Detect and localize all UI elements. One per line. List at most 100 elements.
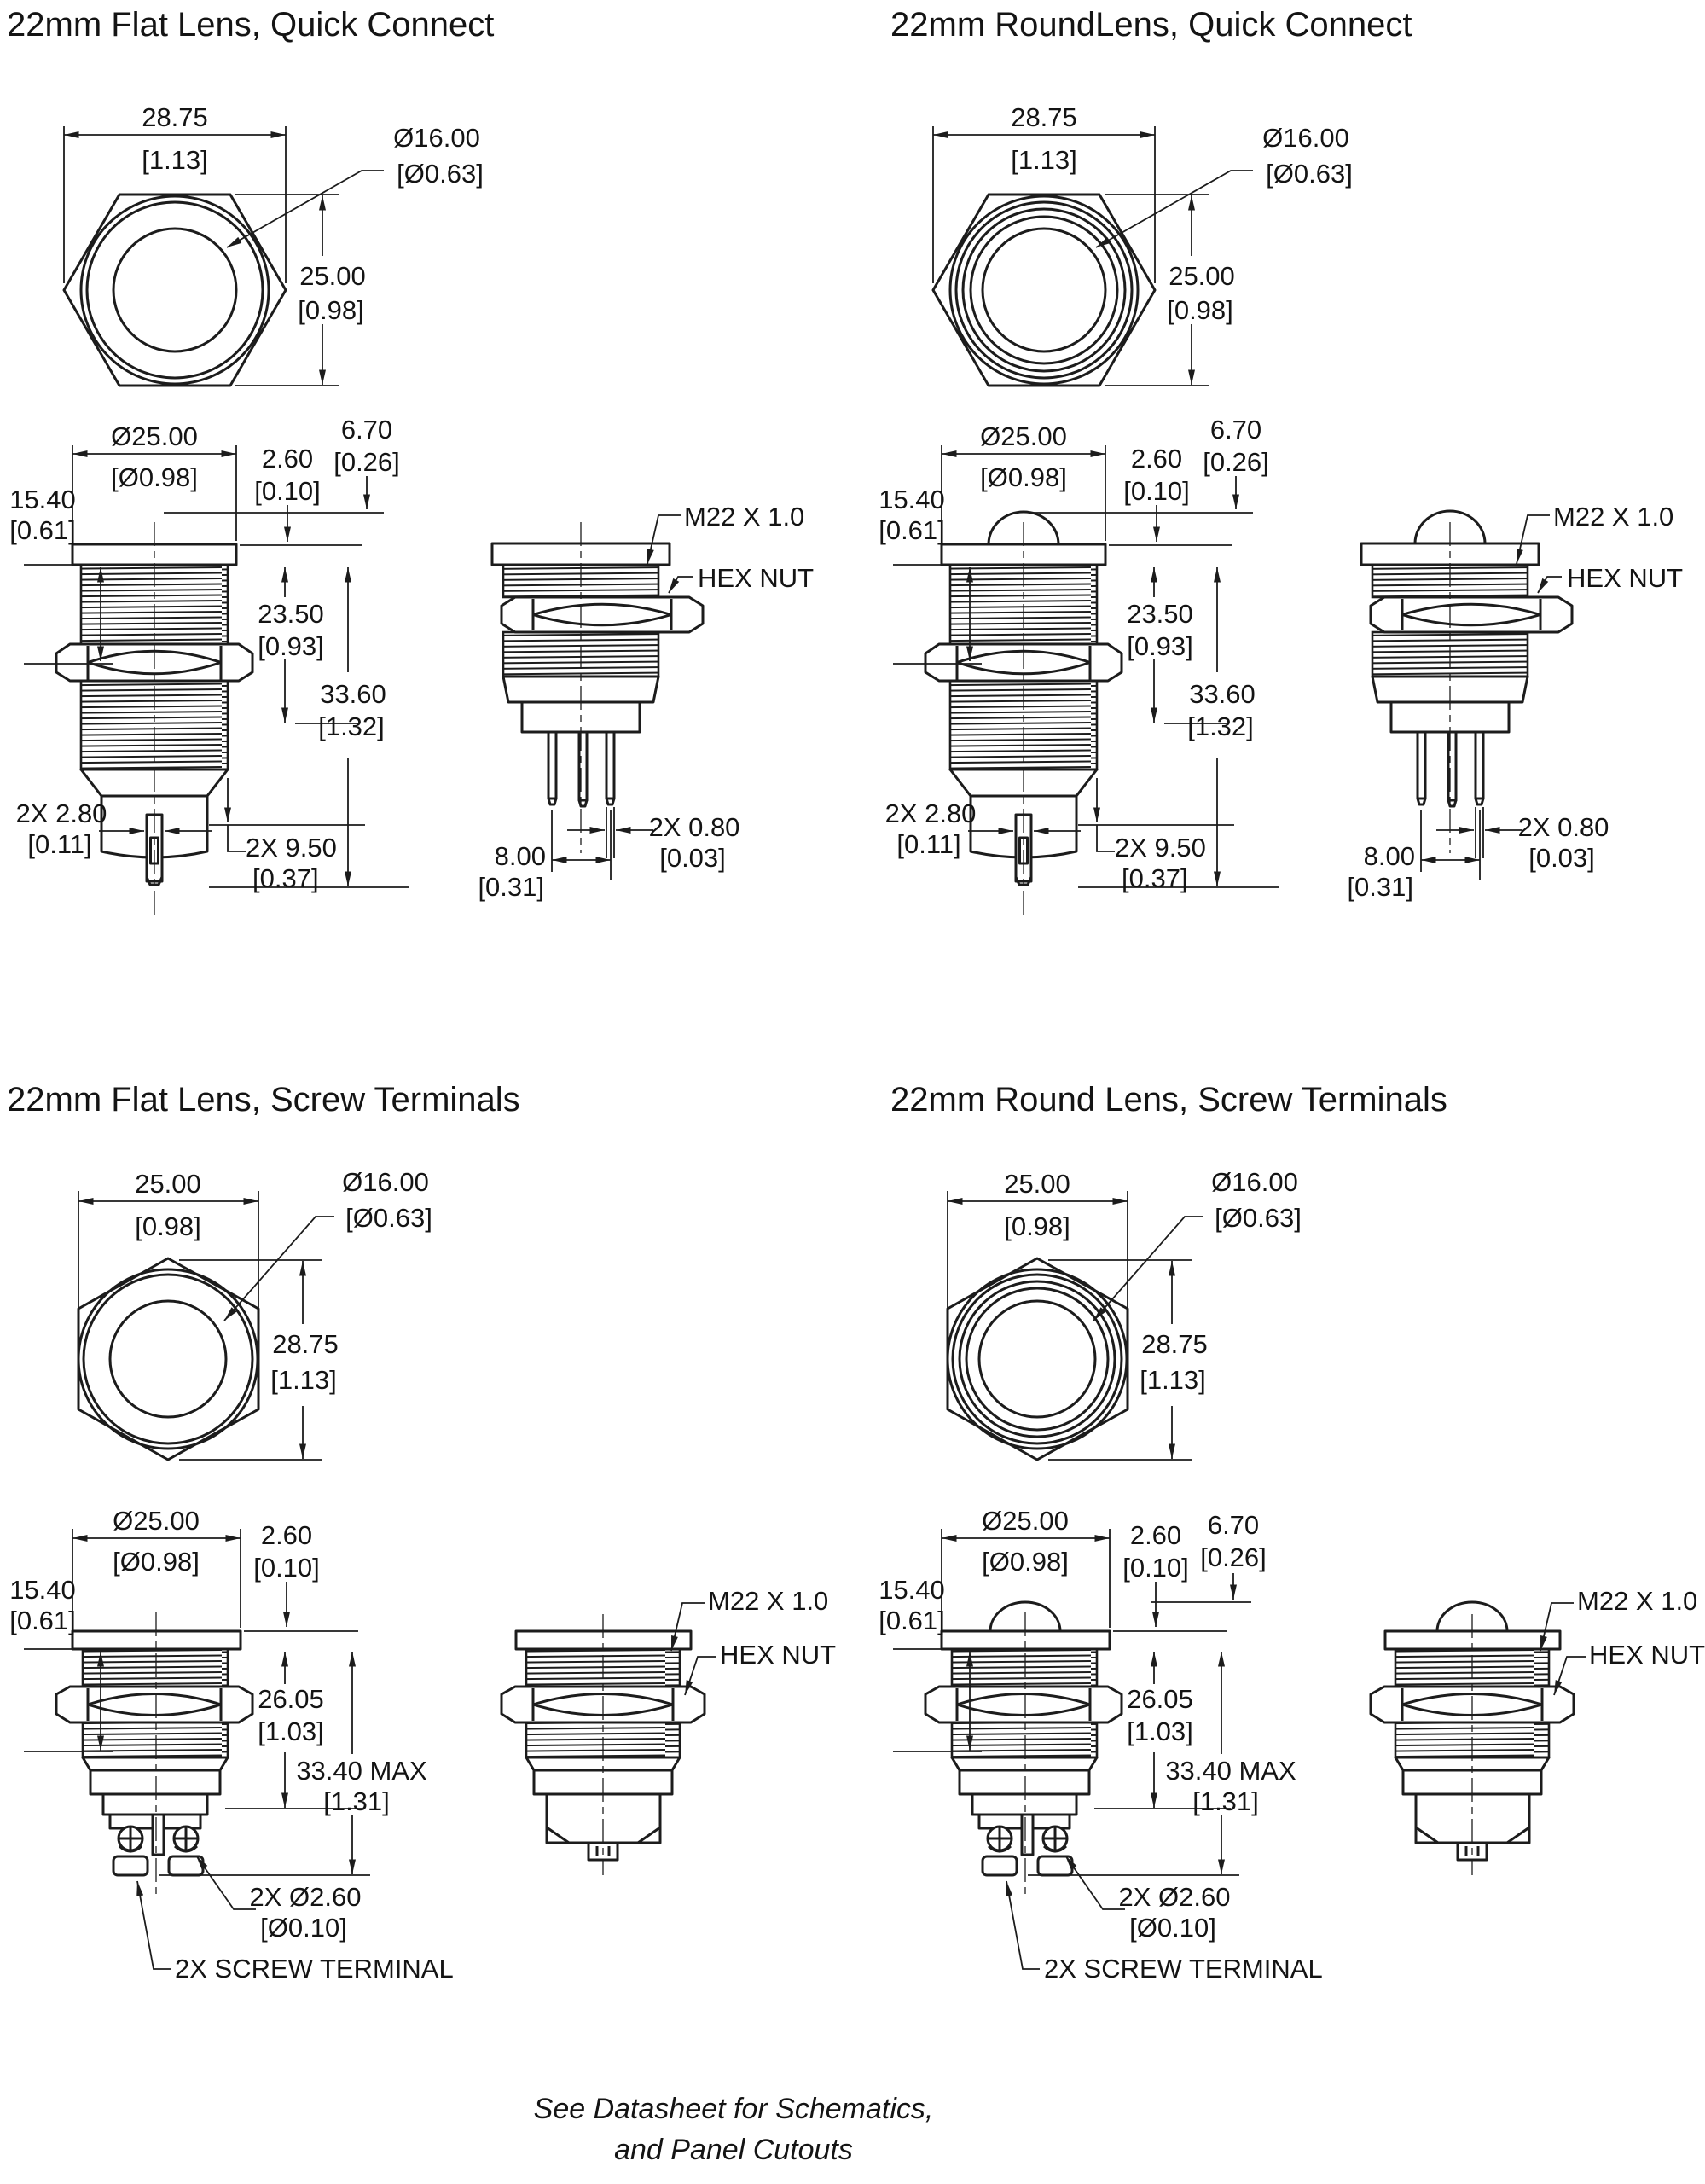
side-view: Ø25.00 [Ø0.98] 2.60 [0.10] 15.40 [0.61] … <box>9 1506 454 1984</box>
dim-lens-mm: Ø16.00 <box>393 123 480 153</box>
dim-dia-in: [Ø0.98] <box>111 462 198 492</box>
dim-pin-width-in: [0.11] <box>27 829 91 859</box>
page-title: 22mm RoundLens, Quick Connect <box>890 6 1412 44</box>
dim-dia-mm: Ø25.00 <box>980 421 1067 451</box>
dim-width-mm: 28.75 <box>142 102 208 132</box>
thread-spec-label: M22 X 1.0 <box>1553 502 1673 531</box>
dim-protrusion-in: [0.26] <box>1200 1542 1267 1572</box>
dim-cap-mm: 2.60 <box>262 444 313 473</box>
hex-nut-label: HEX NUT <box>1589 1640 1705 1670</box>
screw-terminal-label: 2X SCREW TERMINAL <box>175 1954 454 1984</box>
dim-dia-mm: Ø25.00 <box>111 421 198 451</box>
dim-thread-mm: 26.05 <box>1127 1684 1193 1714</box>
mounted-view: M22 X 1.0 HEX NUT <box>1369 1586 1705 1877</box>
page-title: 22mm Round Lens, Screw Terminals <box>890 1081 1447 1118</box>
dim-length-in: [1.31] <box>323 1786 390 1816</box>
dim-protrusion-mm: 6.70 <box>341 415 392 444</box>
dim-grip-in: [0.61] <box>9 515 76 545</box>
quadrant-flat-lens-quick-connect: 22mm Flat Lens, Quick Connect 28.75 [1.1… <box>7 6 814 916</box>
dim-lens-in: [Ø0.63] <box>397 159 484 189</box>
dim-pin-span-mm: 8.00 <box>495 841 546 871</box>
dim-pin-span-in: [0.31] <box>1347 872 1413 902</box>
dim-tab-mm: 2X 0.80 <box>649 812 740 842</box>
dim-width-in: [1.13] <box>1011 145 1077 175</box>
thread-spec-label: M22 X 1.0 <box>684 502 804 531</box>
dim-grip-in: [0.61] <box>879 515 945 545</box>
dim-thread-mm: 23.50 <box>258 599 324 629</box>
dim-grip-mm: 15.40 <box>9 1575 76 1605</box>
dim-height-in: [1.13] <box>1140 1365 1206 1395</box>
dim-height-in: [0.98] <box>298 295 364 325</box>
dim-length-in: [1.32] <box>318 712 385 741</box>
dome-lens <box>1413 509 1487 544</box>
dim-grip-in: [0.61] <box>879 1606 945 1635</box>
dim-thread-in: [1.03] <box>258 1716 324 1746</box>
dim-width-in: [0.98] <box>135 1211 201 1241</box>
dim-pin-length-in: [0.37] <box>252 863 319 893</box>
side-view: Ø25.00 [Ø0.98] 2.60 [0.10] 6.70 [0.26] 1… <box>879 1506 1323 1984</box>
dim-width-mm: 25.00 <box>135 1169 201 1199</box>
dim-screw-dia-mm: 2X Ø2.60 <box>250 1882 362 1912</box>
dim-length-in: [1.32] <box>1187 712 1254 741</box>
side-view: Ø25.00 [Ø0.98] 2.60 [0.10] 6.70 [0.26] 1… <box>9 415 409 916</box>
screw-terminal-label: 2X SCREW TERMINAL <box>1044 1954 1323 1984</box>
thread-spec-label: M22 X 1.0 <box>708 1586 828 1616</box>
dim-cap-in: [0.10] <box>1123 476 1190 506</box>
dim-pin-width-mm: 2X 2.80 <box>885 799 977 828</box>
dim-pin-span-in: [0.31] <box>478 872 544 902</box>
dim-lens-in: [Ø0.63] <box>345 1203 432 1233</box>
dim-screw-dia-mm: 2X Ø2.60 <box>1119 1882 1231 1912</box>
dome-ring-outer <box>961 207 1127 373</box>
dome-lens <box>987 510 1060 545</box>
dim-thread-in: [1.03] <box>1127 1716 1193 1746</box>
dim-height-in: [1.13] <box>270 1365 337 1395</box>
thread-spec-label: M22 X 1.0 <box>1577 1586 1697 1616</box>
dim-protrusion-in: [0.26] <box>333 447 400 477</box>
front-view: 28.75 [1.13] Ø16.00 [Ø0.63] 25.00 [0.98] <box>931 102 1353 387</box>
dim-grip-mm: 15.40 <box>879 485 945 514</box>
dim-cap-mm: 2.60 <box>261 1520 312 1550</box>
dim-pin-length-mm: 2X 9.50 <box>1115 833 1206 863</box>
dim-dia-in: [Ø0.98] <box>982 1547 1069 1577</box>
dim-cap-mm: 2.60 <box>1131 444 1182 473</box>
dim-grip-mm: 15.40 <box>9 485 76 514</box>
dome-ring-inner <box>965 1287 1110 1432</box>
quadrant-round-lens-screw-terminals: 22mm Round Lens, Screw Terminals 25.00 [… <box>879 1081 1705 1984</box>
dim-screw-dia-in: [Ø0.10] <box>260 1913 347 1943</box>
dome-ring-inner <box>969 215 1119 365</box>
dim-thread-mm: 26.05 <box>258 1684 324 1714</box>
dome-ring-outer <box>958 1280 1116 1438</box>
dim-lens-mm: Ø16.00 <box>342 1167 429 1197</box>
dim-lens-in: [Ø0.63] <box>1215 1203 1302 1233</box>
dim-grip-in: [0.61] <box>9 1606 76 1635</box>
dim-height-mm: 28.75 <box>272 1329 339 1359</box>
dim-length-mm: 33.40 MAX <box>1165 1756 1296 1786</box>
dim-width-in: [1.13] <box>142 145 208 175</box>
hex-nut-label: HEX NUT <box>698 563 814 593</box>
dim-length-mm: 33.60 <box>320 679 386 709</box>
dim-thread-in: [0.93] <box>258 631 324 661</box>
dim-grip-mm: 15.40 <box>879 1575 945 1605</box>
mounted-view: M22 X 1.0 HEX NUT 2X 0.80 [0.03] 8.00 [0… <box>478 502 814 902</box>
dim-length-in: [1.31] <box>1192 1786 1259 1816</box>
dim-cap-in: [0.10] <box>1122 1553 1189 1583</box>
dim-height-mm: 25.00 <box>299 261 366 291</box>
hex-nut-label: HEX NUT <box>1567 563 1683 593</box>
page-title: 22mm Flat Lens, Screw Terminals <box>7 1081 520 1118</box>
dim-thread-mm: 23.50 <box>1127 599 1193 629</box>
dim-lens-in: [Ø0.63] <box>1266 159 1353 189</box>
dim-pin-width-in: [0.11] <box>896 829 960 859</box>
dim-dia-mm: Ø25.00 <box>113 1506 200 1536</box>
dim-height-mm: 28.75 <box>1141 1329 1208 1359</box>
dim-dia-in: [Ø0.98] <box>113 1547 200 1577</box>
quadrant-flat-lens-screw-terminals: 22mm Flat Lens, Screw Terminals 25.00 [0… <box>7 1081 836 1984</box>
dim-protrusion-in: [0.26] <box>1203 447 1269 477</box>
dim-screw-dia-in: [Ø0.10] <box>1129 1913 1216 1943</box>
dome-lens <box>989 1600 1062 1632</box>
dim-pin-length-mm: 2X 9.50 <box>246 833 337 863</box>
dim-protrusion-mm: 6.70 <box>1208 1510 1259 1540</box>
dim-lens-mm: Ø16.00 <box>1262 123 1349 153</box>
side-view: Ø25.00 [Ø0.98] 2.60 [0.10] 6.70 [0.26] 1… <box>879 415 1279 916</box>
quadrant-round-lens-quick-connect: 22mm RoundLens, Quick Connect 28.75 [1.1… <box>879 6 1683 916</box>
dim-tab-in: [0.03] <box>659 843 726 873</box>
